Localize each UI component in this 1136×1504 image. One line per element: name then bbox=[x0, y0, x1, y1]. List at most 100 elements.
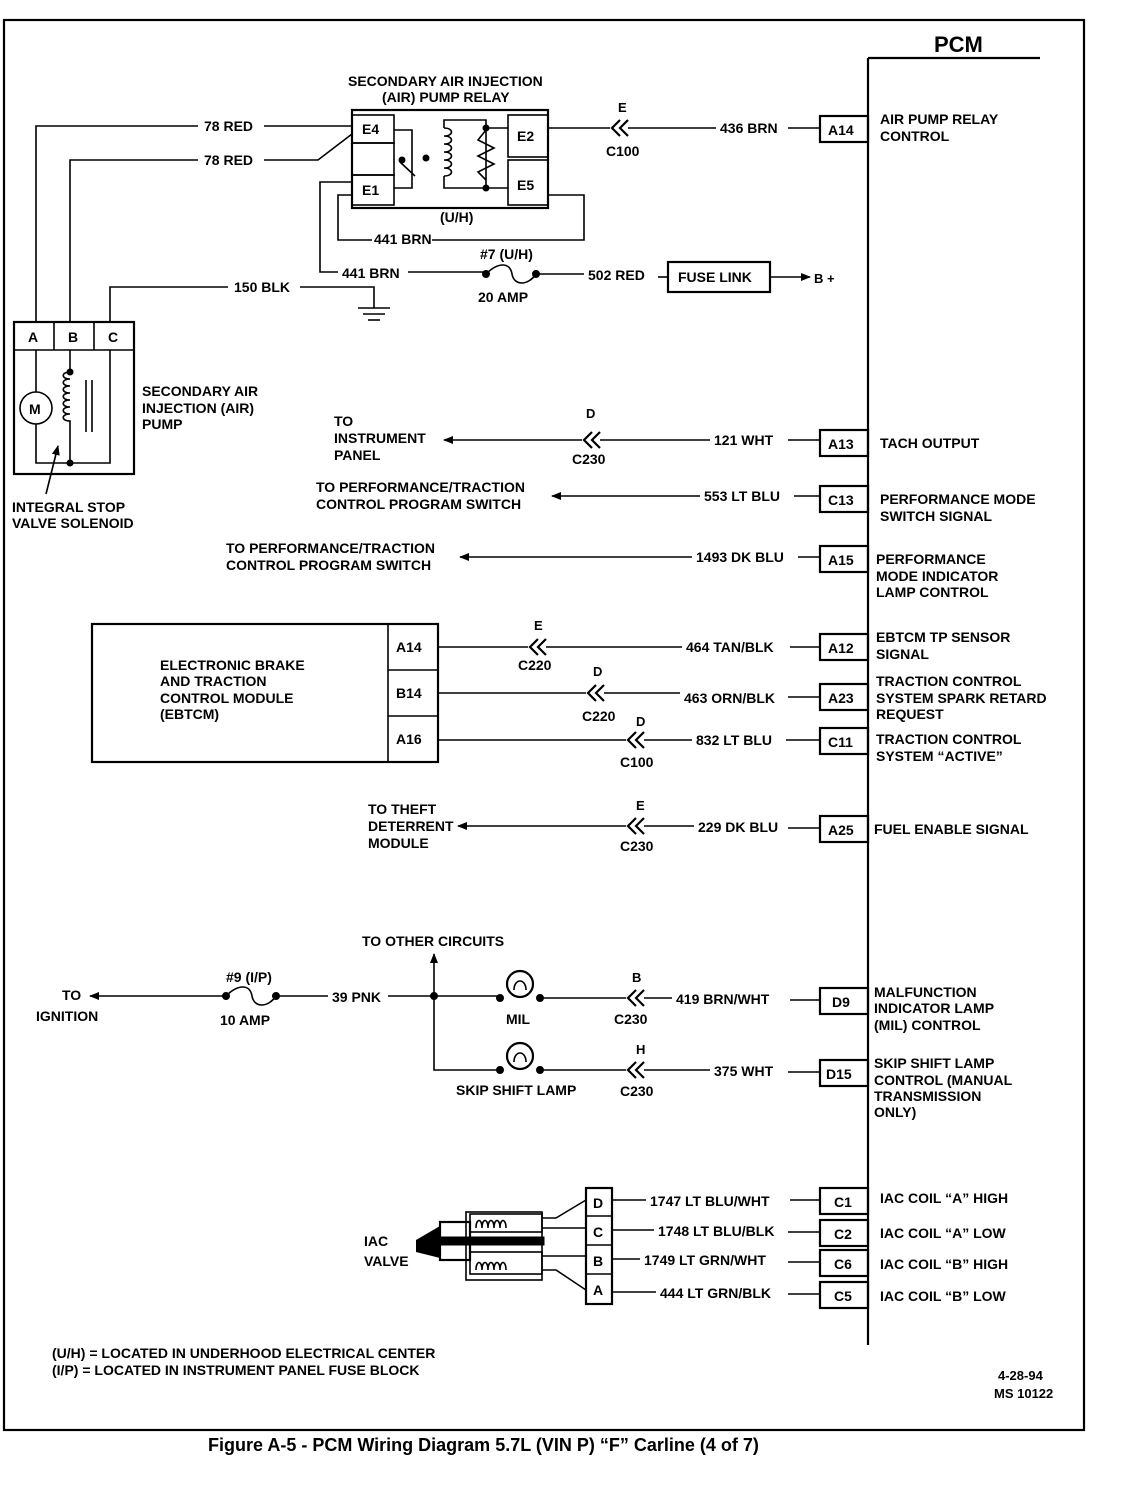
diagram-border bbox=[2, 18, 1086, 1432]
ebtcm-pin-a16: A16 bbox=[396, 731, 422, 747]
fuse-link-label: FUSE LINK bbox=[678, 269, 752, 285]
wire-229-dk-blu-label: 229 DK BLU bbox=[698, 819, 778, 835]
ebtcm-pin-a14: A14 bbox=[396, 639, 422, 655]
iac-connector bbox=[584, 1186, 614, 1306]
wire-832-lt-blu-label: 832 LT BLU bbox=[696, 732, 772, 748]
note-underhood: (U/H) = LOCATED IN UNDERHOOD ELECTRICAL … bbox=[52, 1345, 435, 1361]
connector-c230-c-icon bbox=[626, 989, 645, 1007]
connector-c100-a: C100 bbox=[606, 143, 640, 159]
relay-resistor-icon bbox=[476, 129, 496, 181]
dest-ignition-2: IGNITION bbox=[36, 1008, 98, 1024]
relay-pin-e2: E2 bbox=[517, 128, 534, 144]
connector-c220-b-icon bbox=[586, 684, 605, 702]
dest-other-circuits: TO OTHER CIRCUITS bbox=[362, 933, 504, 949]
pcm-label-a25: FUEL ENABLE SIGNAL bbox=[874, 821, 1029, 837]
relay-pin-e4: E4 bbox=[362, 121, 379, 137]
connector-c100-b-icon bbox=[626, 731, 645, 749]
connector-c220-a-icon bbox=[528, 638, 547, 656]
pcm-label: PCM bbox=[934, 32, 983, 57]
connector-c230-b-icon bbox=[626, 817, 645, 835]
fuse-7-amp: 20 AMP bbox=[478, 289, 528, 305]
wire-39-pnk-skip bbox=[433, 996, 498, 1071]
wire-39-pnk-label: 39 PNK bbox=[332, 989, 381, 1005]
relay-pin-e1: E1 bbox=[362, 182, 379, 198]
pump-wire-common bbox=[35, 350, 111, 464]
iac-label-1: IAC bbox=[364, 1233, 388, 1249]
relay-blank-box bbox=[351, 142, 395, 176]
pcm-label-a14-2: CONTROL bbox=[880, 128, 950, 144]
wire-150-blk bbox=[109, 286, 228, 322]
wire-436-brn-label: 436 BRN bbox=[720, 120, 778, 136]
connector-c100-a-pin: E bbox=[618, 100, 627, 115]
connector-c100-b: C100 bbox=[620, 754, 654, 770]
solenoid-pointer bbox=[45, 445, 60, 495]
wire-150-blk-2 bbox=[300, 286, 375, 308]
drawing-date: 4-28-94 bbox=[998, 1368, 1044, 1383]
dest-perf-1a: TO PERFORMANCE/TRACTION bbox=[316, 479, 525, 495]
pcm-label-a15-1: PERFORMANCE bbox=[876, 551, 986, 567]
solenoid-coil-icon bbox=[62, 371, 71, 463]
pcm-label-c11-2: SYSTEM “ACTIVE” bbox=[876, 748, 1003, 764]
pcm-label-a12-2: SIGNAL bbox=[876, 646, 929, 662]
figure-caption: Figure A-5 - PCM Wiring Diagram 5.7L (VI… bbox=[208, 1435, 759, 1455]
iac-label-2: VALVE bbox=[364, 1253, 409, 1269]
ground-icon bbox=[358, 307, 390, 321]
pcm-pin-a15: A15 bbox=[828, 552, 854, 568]
pcm-label-a23-2: SYSTEM SPARK RETARD bbox=[876, 690, 1047, 706]
wire-444-label: 444 LT GRN/BLK bbox=[660, 1285, 771, 1301]
pcm-label-a23-3: REQUEST bbox=[876, 706, 944, 722]
pcm-pin-a13: A13 bbox=[828, 436, 854, 452]
pump-label-2: INJECTION (AIR) bbox=[142, 400, 254, 416]
wire-375-wht-label: 375 WHT bbox=[714, 1063, 774, 1079]
dest-theft-3: MODULE bbox=[368, 835, 429, 851]
pcm-label-a13: TACH OUTPUT bbox=[880, 435, 980, 451]
connector-c230-b-pin: E bbox=[636, 798, 645, 813]
dest-ip-1: TO bbox=[334, 413, 353, 429]
skip-shift-filament bbox=[513, 1052, 527, 1063]
pcm-pin-c6: C6 bbox=[834, 1256, 852, 1272]
pcm-label-d15-1: SKIP SHIFT LAMP bbox=[874, 1055, 994, 1071]
pcm-pin-a13-box bbox=[818, 428, 870, 458]
wire-1749-label: 1749 LT GRN/WHT bbox=[644, 1252, 766, 1268]
wire-419-brn-wht-label: 419 BRN/WHT bbox=[676, 991, 770, 1007]
pcm-pin-c1-box bbox=[818, 1186, 870, 1216]
relay-pin-e5-box bbox=[507, 159, 549, 206]
dest-perf-2b: CONTROL PROGRAM SWITCH bbox=[226, 557, 431, 573]
iac-coil-b-low-wire bbox=[542, 1269, 587, 1291]
pcm-label-c2: IAC COIL “A” LOW bbox=[880, 1225, 1007, 1241]
relay-contact-1 bbox=[398, 156, 406, 164]
dest-perf-1b: CONTROL PROGRAM SWITCH bbox=[316, 496, 521, 512]
connector-c220-b-pin: D bbox=[593, 664, 602, 679]
pcm-pin-c11-box bbox=[818, 726, 870, 756]
wire-78-red-b-label: 78 RED bbox=[204, 152, 253, 168]
connector-c230-b: C230 bbox=[620, 838, 654, 854]
ebtcm-label-2: AND TRACTION bbox=[160, 673, 267, 689]
connector-c230-d: C230 bbox=[620, 1083, 654, 1099]
iac-housing bbox=[465, 1211, 543, 1281]
wire-463-orn-blk-label: 463 ORN/BLK bbox=[684, 690, 775, 706]
pcm-label-a14-1: AIR PUMP RELAY bbox=[880, 111, 999, 127]
dest-ip-2: INSTRUMENT bbox=[334, 430, 426, 446]
iac-coil-b-icon bbox=[475, 1261, 507, 1271]
fuse-9-icon bbox=[225, 986, 277, 1006]
iac-coil-a-icon bbox=[475, 1219, 507, 1229]
connector-c230-a-pin: D bbox=[586, 406, 595, 421]
iac-pin-c: C bbox=[593, 1224, 603, 1240]
wire-150-blk-label: 150 BLK bbox=[234, 279, 290, 295]
iac-coil-a-high-wire bbox=[542, 1199, 587, 1219]
mil-lamp-icon bbox=[505, 969, 535, 999]
b-plus-label: B + bbox=[814, 271, 835, 286]
wire-78-red-b-to-pump bbox=[69, 159, 198, 322]
iac-shaft bbox=[439, 1236, 545, 1246]
pcm-pin-labels: AIR PUMP RELAY CONTROL TACH OUTPUT PERFO… bbox=[874, 111, 1047, 1304]
pcm-pin-c11: C11 bbox=[828, 734, 853, 750]
fuse-9-name: #9 (I/P) bbox=[226, 969, 272, 985]
pcm-label-d15-3: TRANSMISSION bbox=[874, 1088, 981, 1104]
wire-441-brn-a2 bbox=[432, 194, 585, 241]
pcm-pin-a14: A14 bbox=[828, 122, 854, 138]
iac-pintle-icon bbox=[416, 1226, 440, 1258]
connector-c230-a: C230 bbox=[572, 451, 606, 467]
mil-filament bbox=[513, 980, 527, 991]
connector-c220-a-pin: E bbox=[534, 618, 543, 633]
fuse-9-amp: 10 AMP bbox=[220, 1012, 270, 1028]
